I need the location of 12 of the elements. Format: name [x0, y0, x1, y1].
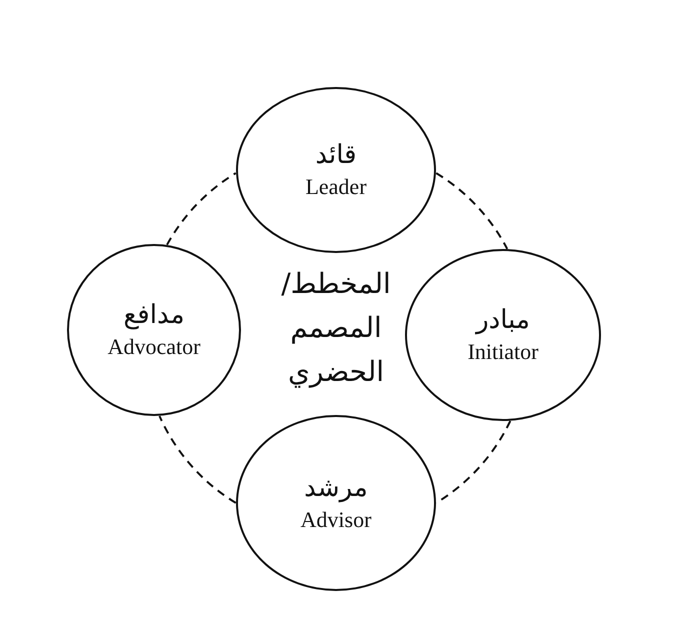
dashed-connector	[436, 172, 508, 250]
english-role-name: Initiator	[468, 341, 538, 363]
dashed-connector	[158, 416, 236, 504]
arabic-role-name: مدافع	[123, 302, 185, 328]
dashed-connector	[166, 172, 236, 246]
english-role-name: Advisor	[300, 509, 372, 531]
arabic-role-name: مرشد	[304, 475, 368, 501]
arabic-role-name: قائد	[315, 142, 357, 168]
english-role-name: Leader	[305, 176, 367, 198]
english-role-name: Advocator	[108, 336, 200, 358]
center-title: المخطط/ المصمم الحضري	[280, 266, 392, 390]
arabic-role-name: مبادر	[476, 307, 530, 333]
